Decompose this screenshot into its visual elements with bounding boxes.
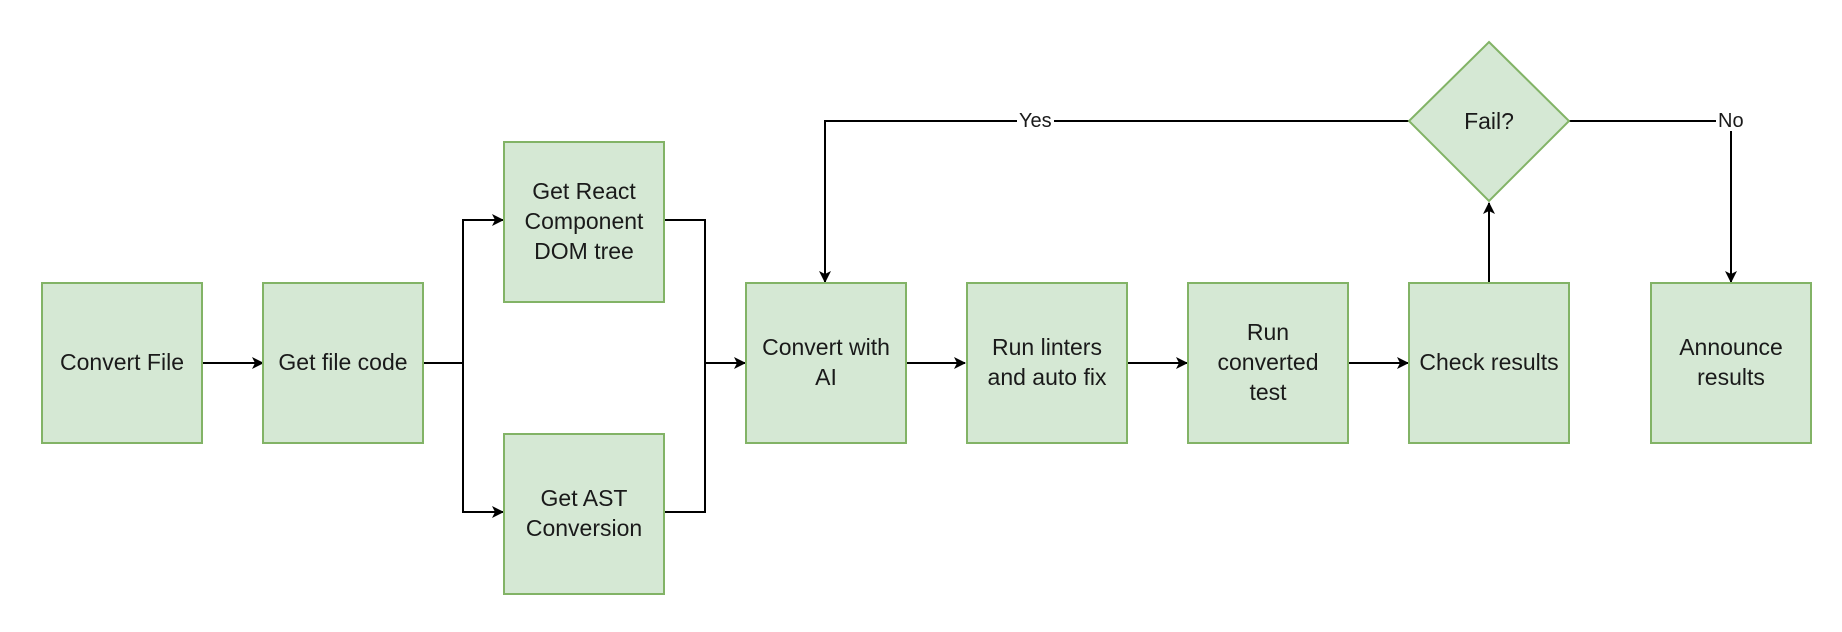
node-get-react-dom-label: Get React Component DOM tree: [524, 178, 644, 264]
node-run-test-label: Run converted test: [1217, 319, 1319, 405]
node-run-test: Run converted test: [1187, 282, 1349, 444]
node-convert-file-label: Convert File: [60, 349, 184, 376]
edge-label-no: No: [1716, 110, 1746, 132]
node-get-ast: Get AST Conversion: [503, 433, 665, 595]
node-convert-file: Convert File: [41, 282, 203, 444]
edge-label-yes: Yes: [1017, 110, 1054, 132]
node-get-file-code: Get file code: [262, 282, 424, 444]
node-get-file-code-label: Get file code: [278, 349, 408, 376]
node-check-results: Check results: [1408, 282, 1570, 444]
node-check-results-label: Check results: [1419, 349, 1559, 376]
edge-fail-yes-to-convert-ai: [819, 120, 1409, 283]
node-fail: Fail?: [1409, 42, 1569, 201]
node-convert-ai-label: Convert with AI: [762, 334, 890, 390]
edge-ast-to-convert-ai: [665, 363, 706, 513]
node-convert-ai: Convert with AI: [745, 282, 907, 444]
edge-get-file-code-to-ast: [462, 363, 504, 518]
node-get-react-dom: Get React Component DOM tree: [503, 141, 665, 303]
edge-get-file-code-to-react-dom: [423, 214, 504, 364]
fail-decision-shape: [1407, 40, 1571, 203]
edge-react-dom-to-convert-ai: [665, 219, 746, 369]
edge-fail-no-to-announce: [1569, 120, 1737, 283]
node-announce: Announce results: [1650, 282, 1812, 444]
node-fail-label: Fail?: [1464, 108, 1514, 134]
node-run-linters: Run linters and auto fix: [966, 282, 1128, 444]
node-get-ast-label: Get AST Conversion: [525, 485, 643, 541]
node-run-linters-label: Run linters and auto fix: [987, 334, 1107, 390]
node-announce-label: Announce results: [1679, 334, 1783, 390]
